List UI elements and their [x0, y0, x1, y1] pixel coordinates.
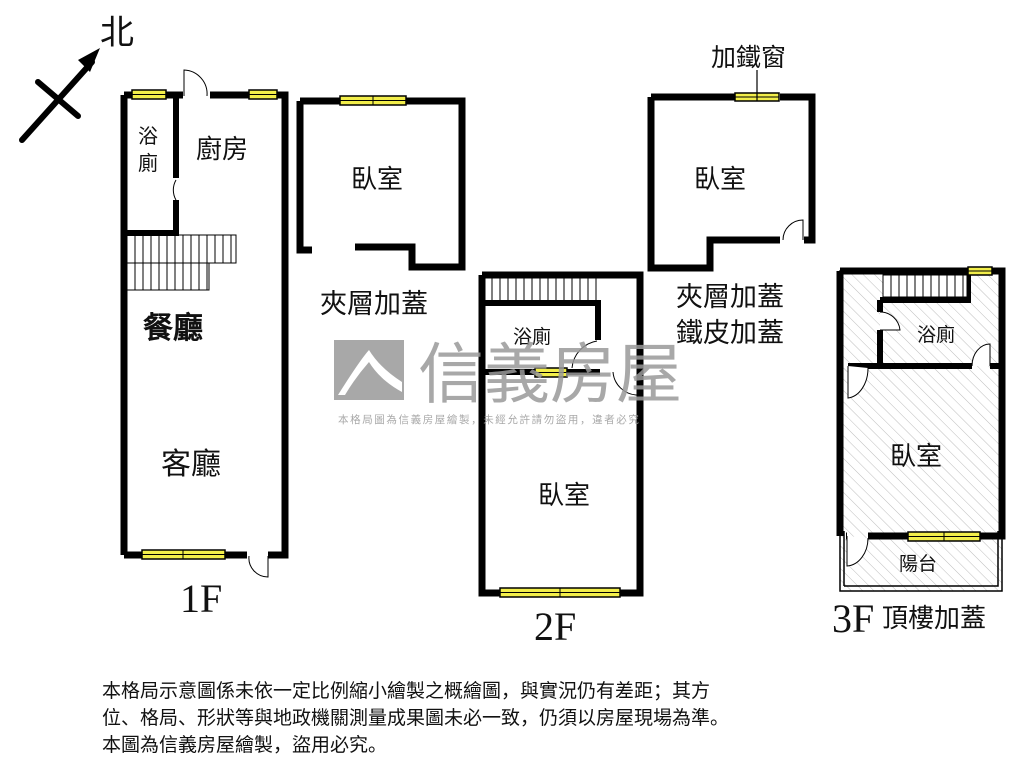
disclaimer-line: 位、格局、形狀等與地政機關測量成果圖未必一致，仍須以房屋現場為準。 — [102, 707, 730, 729]
door-icon — [248, 555, 269, 578]
door-icon — [571, 340, 598, 369]
room-label-dining: 餐廳 — [143, 311, 203, 346]
stairs-icon — [126, 234, 237, 291]
watermark-brand: 信義房屋 — [418, 336, 682, 413]
room-label-living: 客廳 — [161, 447, 221, 482]
floor-label-2f: 2F — [534, 604, 576, 649]
door-icon — [782, 219, 804, 241]
floor-label-3f: 3F — [832, 596, 874, 641]
door-icon — [971, 343, 991, 367]
floor-2f-plan — [478, 271, 644, 598]
floor-3f-plan — [836, 266, 1006, 592]
brand-watermark: 信義房屋 本格局圖為信義房屋繪製，未經允許請勿盜用，違者必究 — [334, 336, 682, 426]
compass-label: 北 — [100, 13, 134, 53]
room-label-kitchen: 廚房 — [196, 135, 248, 165]
stairs-icon — [491, 278, 597, 300]
floor-label-iron-sheet: 鐵皮加蓋 — [676, 318, 784, 349]
room-label-bath: 浴廁 — [513, 325, 551, 348]
disclaimer: 本格局示意圖係未依一定比例縮小繪製之概繪圖，與實況仍有差距；其方 位、格局、形狀… — [102, 678, 942, 759]
room-label-bath: 浴 — [138, 124, 158, 148]
annotation-iron-window: 加鐵窗 — [711, 43, 786, 72]
door-icon — [846, 536, 869, 567]
door-icon — [183, 69, 208, 97]
room-label-bedroom: 臥室 — [694, 165, 746, 195]
floor-2f-mezzanine-plan — [647, 70, 816, 272]
door-icon — [847, 366, 869, 399]
room-label-bedroom: 臥室 — [890, 442, 942, 472]
floor-label-rooftop: 頂樓加蓋 — [882, 604, 986, 634]
floor-1f-plan — [120, 69, 289, 578]
room-label-bath: 廁 — [138, 151, 158, 175]
watermark-notice: 本格局圖為信義房屋繪製，未經允許請勿盜用，違者必究 — [338, 413, 641, 426]
disclaimer-line: 本圖為信義房屋繪製，盜用必究。 — [102, 734, 388, 756]
floor-label-mezzanine: 夾層加蓋 — [676, 282, 784, 313]
room-label-bedroom: 臥室 — [351, 165, 403, 195]
room-label-bath: 浴廁 — [917, 323, 955, 346]
floor-label-1f: 1F — [180, 576, 222, 621]
door-icon — [612, 371, 638, 396]
floor-1f-mezzanine-plan — [296, 95, 466, 271]
door-icon — [879, 311, 901, 331]
door-icon — [172, 179, 177, 201]
floor-label-mezzanine: 夾層加蓋 — [320, 289, 428, 320]
room-label-balcony: 陽台 — [899, 553, 937, 575]
stairs-icon — [882, 274, 968, 298]
disclaimer-line: 本格局示意圖係未依一定比例縮小繪製之概繪圖，與實況仍有差距；其方 — [102, 680, 711, 702]
north-arrow-icon — [19, 48, 100, 143]
room-label-bedroom: 臥室 — [538, 481, 590, 511]
